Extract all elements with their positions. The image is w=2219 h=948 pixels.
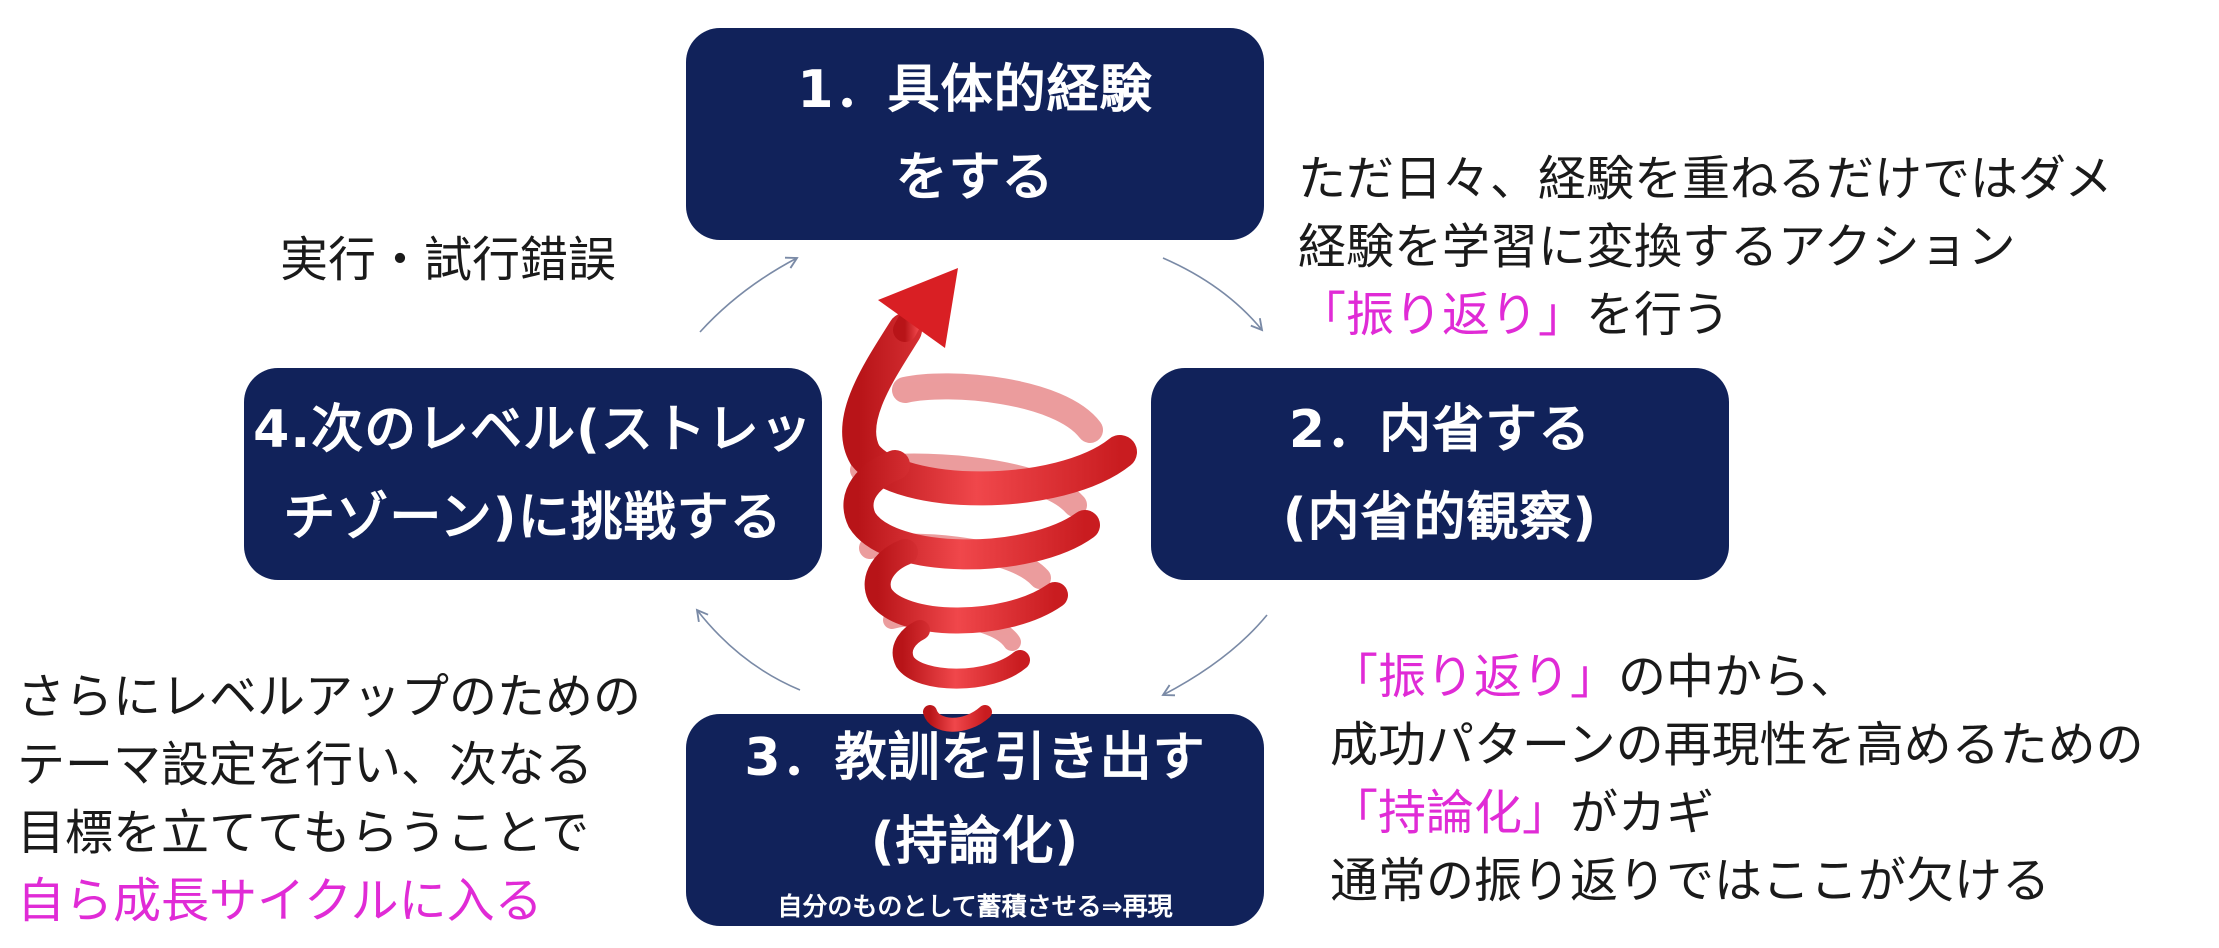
note-bottom-right-line3: 「持論化」がカギ [1330,779,2144,847]
note-top-left-text: 実行・試行錯誤 [280,232,617,288]
note-top-right-line1: ただ日々、経験を重ねるだけではダメ [1298,151,2113,207]
note-bottom-left-highlight: 自ら成長サイクルに入る [17,873,543,929]
step2-line2: (内省的観察) [1282,488,1598,548]
step1-box: 1．具体的経験 をする [686,28,1264,240]
note-bottom-right-line2: 成功パターンの再現性を高めるための [1330,717,2144,773]
step3-box: 3．教訓を引き出す (持論化) 自分のものとして蓄積させる⇒再現 [686,714,1264,926]
step3-line1: 3．教訓を引き出す [744,728,1206,788]
note-bottom-left-line3: 目標を立ててもらうことで [17,805,590,861]
step4-line2: チゾーン)に挑戦する [283,488,783,548]
step3-sub: 自分のものとして蓄積させる⇒再現 [777,892,1173,921]
spiral-arrow-icon [842,268,1137,732]
step4-line1: 4.次のレベル(ストレッ [253,400,813,460]
note-bottom-right-highlight2: 「持論化」 [1330,785,1571,841]
step1-line2: をする [895,148,1055,208]
step3-line2: (持論化) [870,812,1080,872]
note-top-right-highlight: 「振り返り」 [1298,287,1587,343]
step4-box: 4.次のレベル(ストレッ チゾーン)に挑戦する [244,368,822,580]
arrow-step4-to-step1 [699,256,799,333]
note-bottom-left: さらにレベルアップのための テーマ設定を行い、次なる 目標を立ててもらうことで … [17,663,641,935]
arrow-step2-to-step3 [1161,614,1268,697]
note-top-right-line2: 経験を学習に変換するアクション [1298,219,2016,275]
step2-box: 2．内省する (内省的観察) [1151,368,1729,580]
note-bottom-right: 「振り返り」の中から、 成功パターンの再現性を高めるための 「持論化」がカギ 通… [1330,643,2144,915]
note-top-right-line3-rest: を行う [1586,287,1731,343]
note-bottom-right-line3-rest: がカギ [1570,785,1715,841]
note-bottom-right-line4: 通常の振り返りではここが欠ける [1330,853,2051,909]
arrow-step3-to-step4 [695,608,801,691]
note-bottom-left-line2: テーマ設定を行い、次なる [17,737,594,793]
note-top-left: 実行・試行錯誤 [280,226,616,294]
note-bottom-right-line1: 「振り返り」の中から、 [1330,643,2144,711]
note-top-right-line3: 「振り返り」を行う [1298,281,2113,349]
step2-line1: 2．内省する [1288,400,1592,460]
arrow-step1-to-step2 [1162,257,1264,332]
step1-line1: 1．具体的経験 [797,60,1153,120]
note-top-right: ただ日々、経験を重ねるだけではダメ 経験を学習に変換するアクション 「振り返り」… [1298,145,2113,349]
note-bottom-right-highlight1: 「振り返り」 [1330,649,1619,705]
note-bottom-left-line1: さらにレベルアップのための [17,669,642,725]
note-bottom-right-line1-rest: の中から、 [1618,649,1859,705]
